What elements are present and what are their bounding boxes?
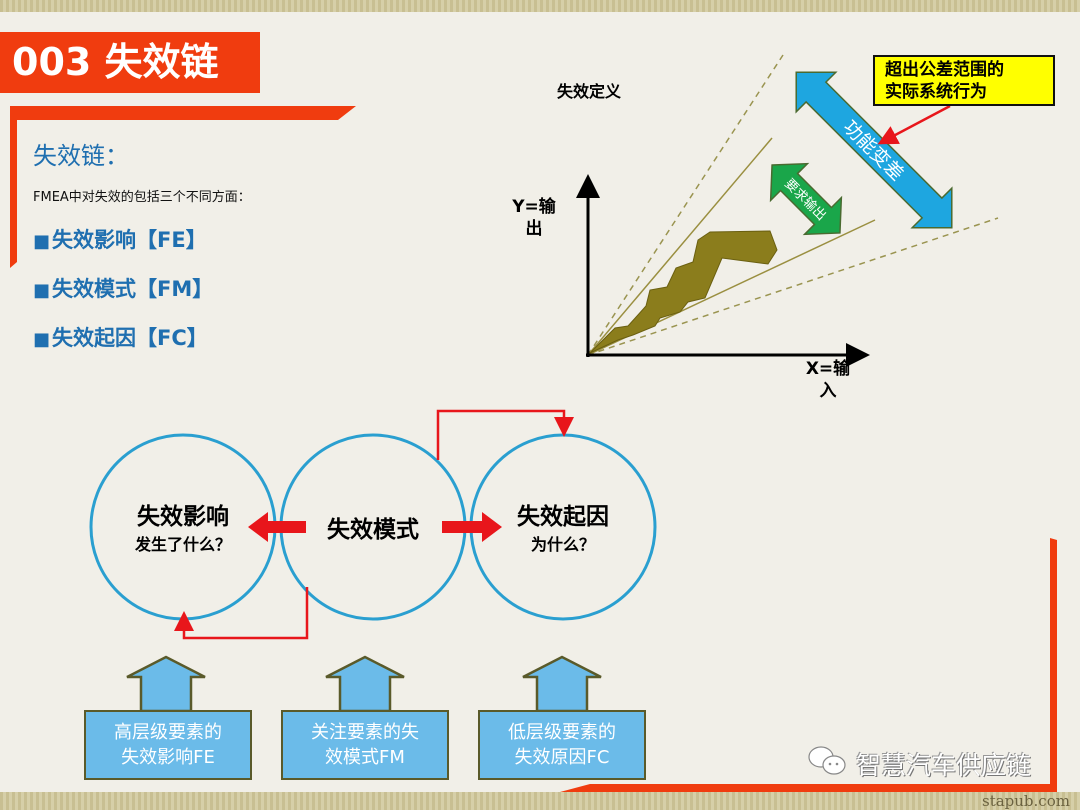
bullet-marker: ■ xyxy=(33,280,51,301)
box-line: 高层级要素的 xyxy=(114,722,222,743)
red-bracket-right xyxy=(1050,538,1057,792)
site-watermark: stapub.com xyxy=(982,792,1070,810)
red-bracket-bottom xyxy=(560,784,1057,792)
box-fe: 高层级要素的失效影响FE xyxy=(84,710,252,780)
bullet-fm: ■失效模式【FM】 xyxy=(33,273,213,303)
actual-behavior-shape xyxy=(589,230,778,354)
callout-pointer xyxy=(877,104,951,145)
wechat-icon xyxy=(808,746,846,775)
circle-subtitle: 为什么？ xyxy=(530,535,595,554)
red-bracket-top xyxy=(10,106,356,120)
up-arrow xyxy=(522,655,602,713)
bullet-fe: ■失效影响【FE】 xyxy=(33,224,207,254)
box-fm: 关注要素的失效模式FM xyxy=(281,710,449,780)
arrow-left-red xyxy=(248,512,306,542)
up-arrow xyxy=(325,655,405,713)
slide-title: 003 失效链 xyxy=(0,32,260,93)
circle-subtitle: 发生了什么？ xyxy=(134,535,231,554)
circle-effect-text: 失效影响 发生了什么？ xyxy=(91,497,275,555)
bullet-label: 失效起因【FC】 xyxy=(52,326,208,350)
top-strip xyxy=(0,0,1080,12)
requirement-line-upper xyxy=(587,137,773,356)
box-line: 失效影响FE xyxy=(121,747,215,768)
circle-title: 失效模式 xyxy=(327,517,419,543)
circle-mode-text: 失效模式 xyxy=(310,510,436,544)
box-line: 失效原因FC xyxy=(514,747,610,768)
bottom-strip xyxy=(0,792,1080,810)
circle-title: 失效起因 xyxy=(517,504,609,530)
up-arrow xyxy=(126,655,206,713)
red-bracket-left xyxy=(10,106,17,268)
y-axis-label: Y=输出 xyxy=(512,197,556,239)
bullet-label: 失效影响【FE】 xyxy=(52,228,207,252)
callout-line: 实际系统行为 xyxy=(885,82,987,102)
tolerance-dashed-upper xyxy=(587,54,784,356)
diagram-title: 失效定义 xyxy=(557,82,622,101)
circle-title: 失效影响 xyxy=(137,504,229,530)
connector-bottom xyxy=(174,587,309,640)
bullet-marker: ■ xyxy=(33,231,51,252)
box-fc: 低层级要素的失效原因FC xyxy=(478,710,646,780)
heading: 失效链： xyxy=(33,142,129,170)
bullet-marker: ■ xyxy=(33,329,51,350)
up-arrows xyxy=(126,655,602,713)
arrow-right-red xyxy=(442,512,502,542)
bullet-label: 失效模式【FM】 xyxy=(52,277,214,301)
circle-cause-text: 失效起因 为什么？ xyxy=(471,497,655,555)
intro-text: FMEA中对失效的包括三个不同方面： xyxy=(33,190,251,205)
bullet-fc: ■失效起因【FC】 xyxy=(33,322,208,352)
watermark-text: 智慧汽车供应链 xyxy=(856,751,1032,780)
callout-line: 超出公差范围的 xyxy=(885,60,1004,80)
callout-box: 超出公差范围的 实际系统行为 xyxy=(873,55,1055,106)
x-axis-label: X=输入 xyxy=(805,359,851,401)
box-line: 关注要素的失 xyxy=(311,722,419,743)
connector-top xyxy=(436,409,574,460)
box-line: 效模式FM xyxy=(325,747,405,768)
box-line: 低层级要素的 xyxy=(508,722,616,743)
